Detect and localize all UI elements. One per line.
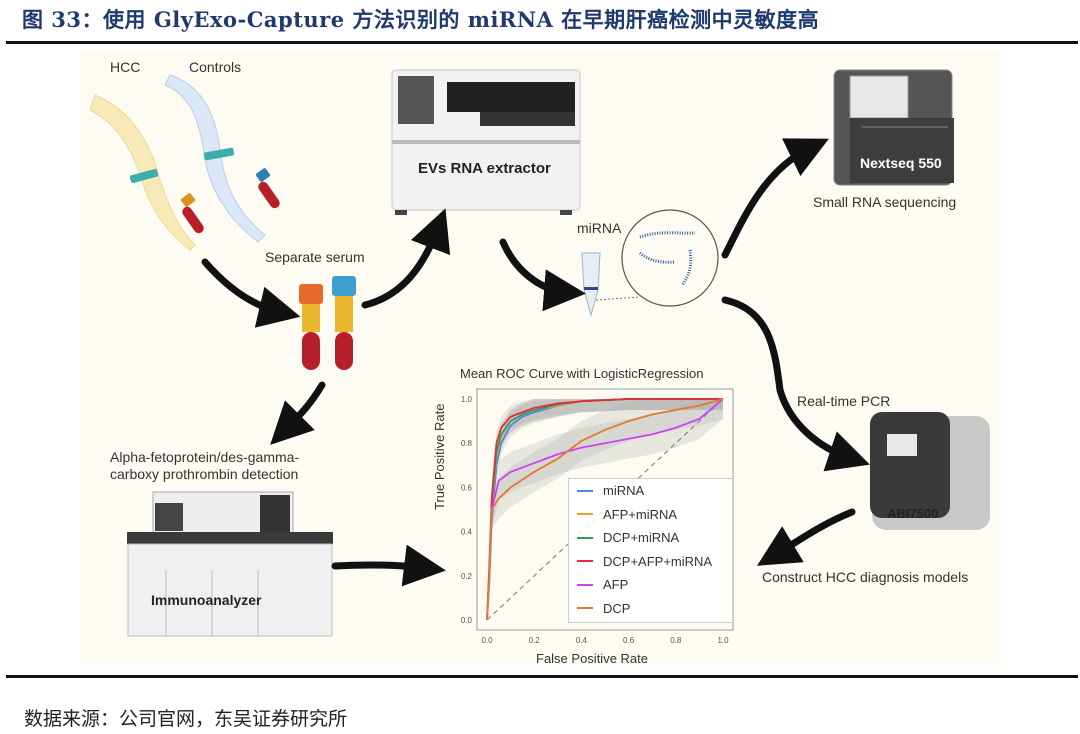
y-axis-label: True Positive Rate xyxy=(432,403,447,510)
immunoanalyzer-machine-icon xyxy=(127,491,333,637)
legend-swatch xyxy=(577,489,593,492)
arrow-pcr-to-models xyxy=(756,508,856,566)
sequencer-label: Nextseq 550 xyxy=(860,155,942,171)
small-rna-sequencing-label: Small RNA sequencing xyxy=(813,194,957,210)
afp-dcp-detection-label-line2: carboxy prothrombin detection xyxy=(110,466,299,482)
legend-item: AFP xyxy=(569,573,732,597)
sequencer-machine-icon xyxy=(833,69,954,186)
arrow-arms-to-serum xyxy=(201,258,301,328)
arrow-mirna-to-pcr xyxy=(721,296,870,472)
confidence-band xyxy=(487,399,723,620)
roc-line-dcp-afp-mirna xyxy=(486,398,723,621)
title-divider xyxy=(6,41,1078,44)
chart-title: Mean ROC Curve with LogisticRegression xyxy=(460,366,704,381)
y-tick-label: 0.2 xyxy=(461,572,473,581)
mirna-tube-icon xyxy=(581,209,719,317)
y-tick-label: 0.6 xyxy=(461,483,473,492)
rna-extractor-machine-icon xyxy=(391,69,581,215)
afp-dcp-detection-label-line1: Alpha-fetoprotein/des-gamma- xyxy=(110,449,300,465)
y-tick-label: 0.8 xyxy=(461,439,473,448)
legend-label: AFP xyxy=(603,577,629,593)
chart-legend: miRNA AFP+miRNA DCP+miRNA DCP+AFP+miRNA … xyxy=(568,478,733,623)
legend-label: DCP xyxy=(603,600,631,616)
plot-frame xyxy=(476,388,734,631)
x-tick-label: 1.0 xyxy=(717,636,729,645)
x-tick-label: 0.2 xyxy=(529,636,541,645)
hcc-arm-icon xyxy=(89,94,204,251)
source-note: 数据来源：公司官网，东吴证券研究所 xyxy=(24,708,348,730)
legend-label: miRNA xyxy=(603,483,645,499)
legend-item: DCP xyxy=(569,597,732,621)
serum-tubes-icon xyxy=(299,276,356,370)
legend-swatch xyxy=(577,607,593,610)
mirna-label: miRNA xyxy=(577,220,622,236)
legend-swatch xyxy=(577,513,593,516)
legend-swatch xyxy=(577,560,593,563)
legend-label: AFP+miRNA xyxy=(603,506,678,522)
legend-swatch xyxy=(577,536,593,539)
construct-models-label: Construct HCC diagnosis models xyxy=(762,569,969,585)
x-tick-label: 0.0 xyxy=(481,636,493,645)
arrow-mirna-to-sequencing xyxy=(721,138,829,259)
pcr-machine-icon xyxy=(870,412,990,530)
immunoanalyzer-label: Immunoanalyzer xyxy=(151,592,262,608)
x-tick-label: 0.6 xyxy=(623,636,635,645)
control-arm-icon xyxy=(164,74,280,243)
hcc-label: HCC xyxy=(110,59,141,75)
pcr-machine-label: ABI7500 xyxy=(887,506,939,521)
y-tick-label: 0.0 xyxy=(461,616,473,625)
legend-item: miRNA xyxy=(569,479,732,503)
real-time-pcr-label: Real-time PCR xyxy=(797,393,891,409)
x-axis-label: False Positive Rate xyxy=(536,651,648,666)
roc-line-dcp xyxy=(486,398,724,621)
arrow-extractor-to-mirna xyxy=(499,238,586,312)
x-tick-label: 0.4 xyxy=(576,636,588,645)
legend-item: DCP+AFP+miRNA xyxy=(569,550,732,574)
controls-label: Controls xyxy=(189,59,242,75)
legend-label: DCP+miRNA xyxy=(603,530,680,546)
arrow-serum-to-immunoanalyzer xyxy=(270,381,326,445)
footer-divider xyxy=(6,675,1078,678)
arrow-immunoanalyzer-to-chart xyxy=(331,544,446,587)
y-tick-label: 1.0 xyxy=(461,395,473,404)
separate-serum-label: Separate serum xyxy=(265,249,365,265)
figure-title: 图 33：使用 GlyExo-Capture 方法识别的 miRNA 在早期肝癌… xyxy=(22,7,820,32)
legend-label: DCP+AFP+miRNA xyxy=(603,553,713,569)
extractor-label: EVs RNA extractor xyxy=(418,160,551,177)
x-tick-label: 0.8 xyxy=(670,636,682,645)
confidence-band xyxy=(487,399,723,620)
legend-item: AFP+miRNA xyxy=(569,503,732,527)
legend-item: DCP+miRNA xyxy=(569,526,732,550)
arrow-serum-to-extractor xyxy=(361,208,451,309)
y-tick-label: 0.4 xyxy=(461,528,473,537)
legend-swatch xyxy=(577,583,593,586)
